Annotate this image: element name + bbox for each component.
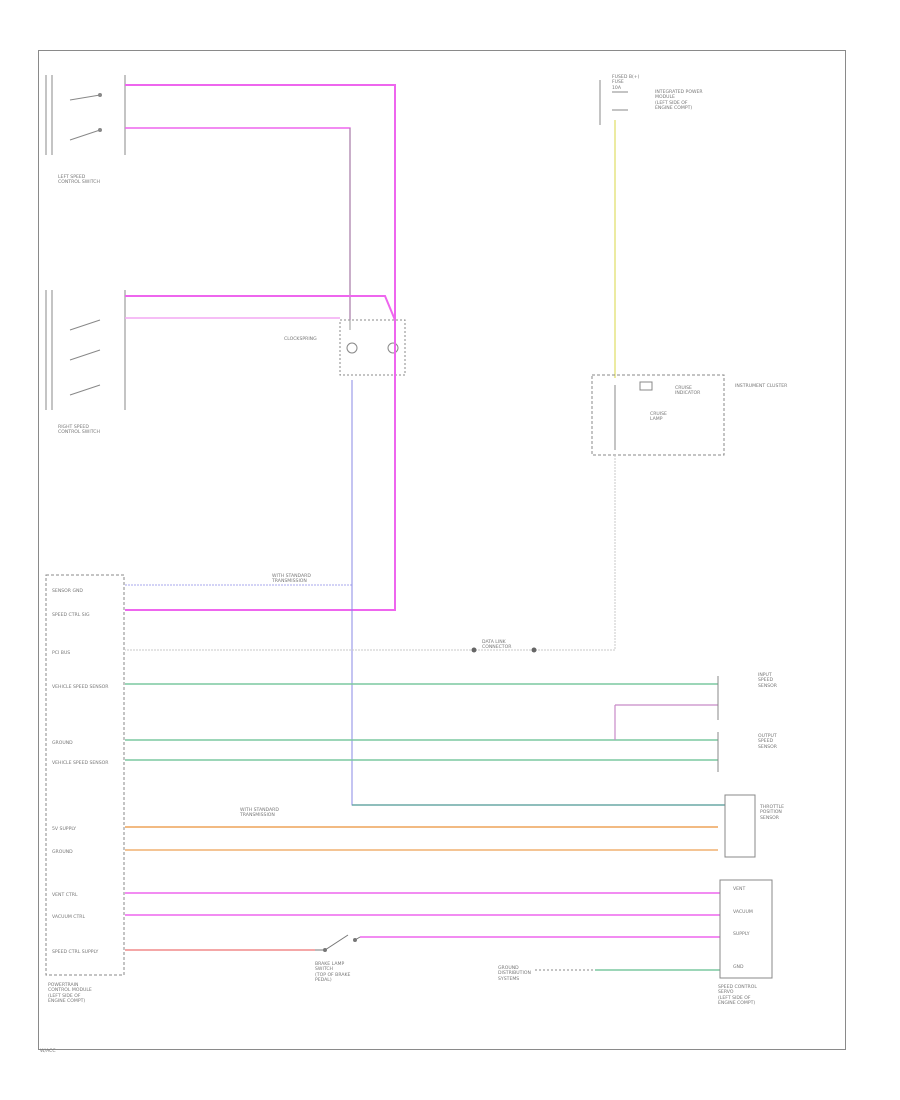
pcm-pin-1: SPEED CTRL SIG (52, 613, 90, 618)
pcm-pin-3: VEHICLE SPEED SENSOR (52, 685, 109, 690)
wire-vt-right-1 (125, 295, 396, 321)
pcm-pin-8: VENT CTRL (52, 893, 78, 898)
brake-lamp-switch (315, 934, 361, 952)
fuse-block-label: FUSED B(+) FUSE 10A (612, 75, 640, 91)
pcm-pin-0: SENSOR GND (52, 589, 83, 594)
wire-blue-ground (351, 380, 725, 806)
instrument-cluster (591, 374, 725, 456)
data-link-node-left (471, 647, 477, 653)
pcm-pin-7: GROUND (52, 850, 73, 855)
right-speed-switch-label: RIGHT SPEED CONTROL SWITCH (58, 425, 100, 436)
left-speed-switch-label: LEFT SPEED CONTROL SWITCH (58, 175, 100, 186)
tps-box (724, 794, 756, 858)
cluster-label: INSTRUMENT CLUSTER (735, 384, 788, 389)
pcm-pin-2: PCI BUS (52, 651, 71, 656)
servo-pin-1: VACUUM (733, 910, 753, 915)
cruise-indicator-label: CRUISE INDICATOR (675, 386, 701, 397)
left-speed-switch (45, 75, 126, 155)
servo-pin-0: VENT (733, 887, 746, 892)
pcm-box (45, 574, 125, 976)
wire-vt-top (125, 84, 396, 611)
wire-splice-ground (614, 704, 718, 740)
wire-pci-bus (125, 455, 616, 651)
pcm-pin-9: VACUUM CTRL (52, 915, 86, 920)
data-link-node-right (531, 647, 537, 653)
clockspring-body (339, 319, 406, 376)
fuse-block (599, 80, 628, 125)
servo-box (719, 879, 773, 979)
servo-pin-3: GND (733, 965, 744, 970)
right-speed-switch (45, 290, 126, 410)
clockspring-label: CLOCKSPRING (284, 337, 317, 342)
vss-output-label: OUTPUT SPEED SENSOR (758, 734, 777, 750)
splice-note: WITH STANDARD TRANSMISSION (272, 574, 311, 585)
pcm-pin-10: SPEED CTRL SUPPLY (52, 950, 99, 955)
diagram-frame (38, 50, 846, 1050)
fuse-desc-label: INTEGRATED POWER MODULE (LEFT SIDE OF EN… (655, 90, 703, 111)
splice-note-2: WITH STANDARD TRANSMISSION (240, 808, 279, 819)
wire-vt-sense (125, 127, 351, 320)
servo-pin-2: SUPPLY (733, 932, 750, 937)
tps-label: THROTTLE POSITION SENSOR (760, 805, 785, 821)
brake-switch-label: BRAKE LAMP SWITCH (TOP OF BRAKE PEDAL) (315, 962, 351, 983)
pcm-pin-4: GROUND (52, 741, 73, 746)
ground-label: GROUND DISTRIBUTION SYSTEMS (498, 966, 531, 982)
pcm-pin-6: 5V SUPPLY (52, 827, 77, 832)
vss-input-label: INPUT SPEED SENSOR (758, 673, 777, 689)
servo-label: SPEED CONTROL SERVO (LEFT SIDE OF ENGINE… (718, 985, 757, 1006)
pcm-label: POWERTRAIN CONTROL MODULE (LEFT SIDE OF … (48, 983, 92, 1004)
pcm-pin-5: VEHICLE SPEED SENSOR (52, 761, 109, 766)
cruise-lamp-label: CRUISE LAMP (650, 412, 667, 423)
data-link-label: DATA LINK CONNECTOR (482, 640, 512, 651)
footer-label: W/ACC (40, 1049, 56, 1054)
